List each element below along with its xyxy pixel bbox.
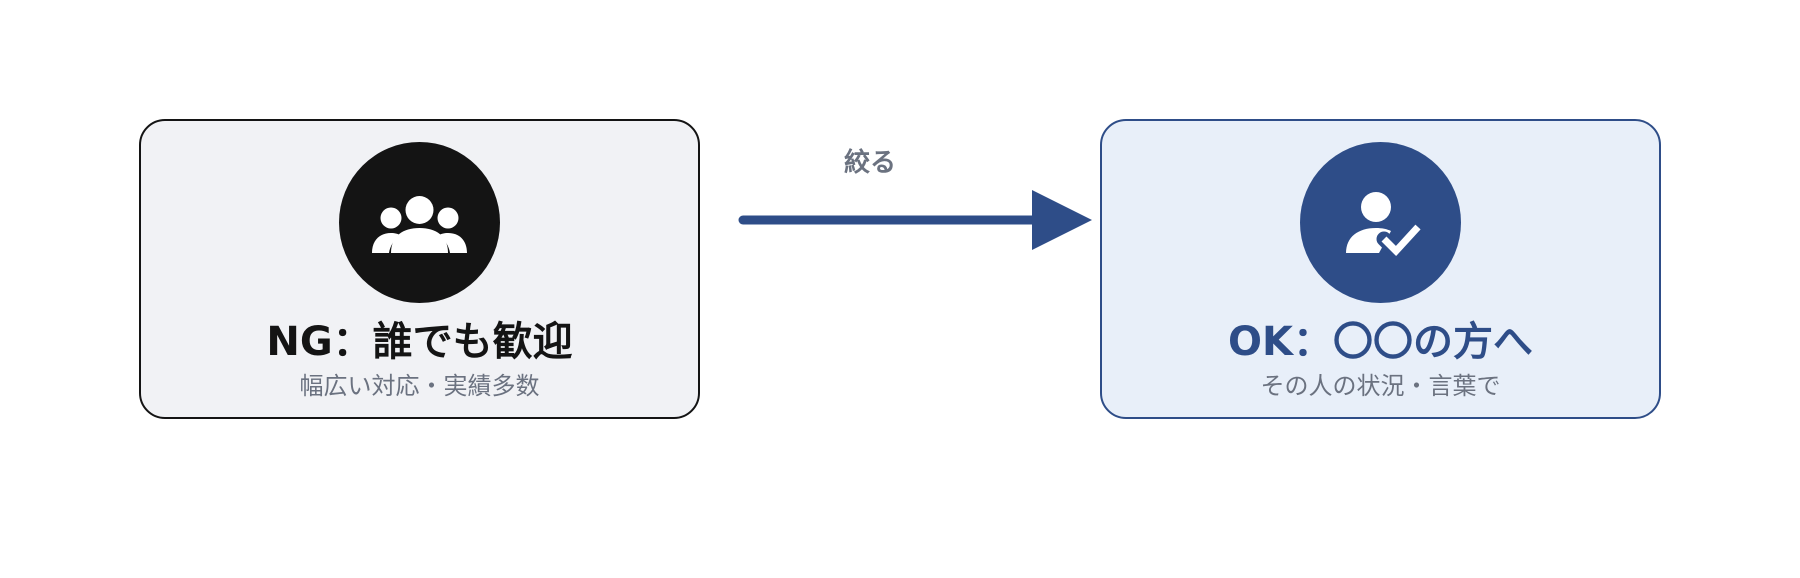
ok-title: OK：〇〇の方へ bbox=[1228, 319, 1533, 365]
user-check-icon bbox=[1346, 192, 1426, 259]
ok-card: OK：〇〇の方へ その人の状況・言葉で bbox=[1100, 119, 1661, 419]
ng-subtitle: 幅広い対応・実績多数 bbox=[299, 372, 540, 400]
ng-title: NG：誰でも歓迎 bbox=[266, 319, 573, 365]
group-icon bbox=[372, 196, 467, 253]
arrow-head-icon bbox=[1032, 190, 1092, 250]
ok-icon-circle bbox=[1300, 142, 1461, 303]
ng-card: NG：誰でも歓迎 幅広い対応・実績多数 bbox=[139, 119, 700, 419]
ok-subtitle: その人の状況・言葉で bbox=[1260, 372, 1501, 400]
ng-icon-circle bbox=[339, 142, 500, 303]
arrow-label: 絞る bbox=[843, 148, 896, 178]
